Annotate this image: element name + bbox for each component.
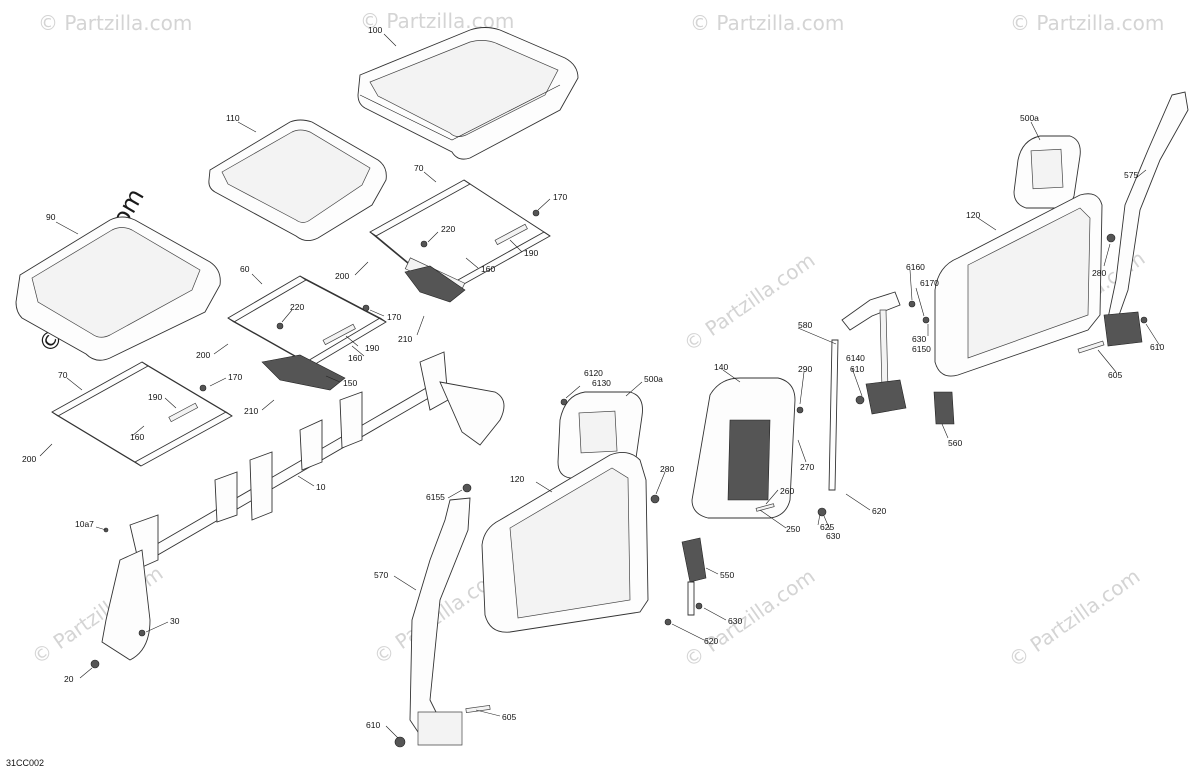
callout-label: 610 bbox=[366, 720, 380, 730]
callout-label: 610 bbox=[850, 364, 864, 374]
seat-frame-60 bbox=[227, 275, 387, 391]
callout-label: 120 bbox=[510, 474, 524, 484]
callout-label: 280 bbox=[1092, 268, 1106, 278]
callout-label: 220 bbox=[441, 224, 455, 234]
callout-label: 220 bbox=[290, 302, 304, 312]
callout-label: 6170 bbox=[920, 278, 939, 288]
callout-label: 270 bbox=[800, 462, 814, 472]
watermark-text: © Partzilla.com bbox=[679, 564, 819, 672]
callout-label: 30 bbox=[170, 616, 180, 626]
callout-label: 200 bbox=[335, 271, 349, 281]
callout-label: 170 bbox=[228, 372, 242, 382]
watermark-text: © Partzilla.com bbox=[690, 11, 844, 35]
seat-belt-580 bbox=[828, 291, 907, 491]
callout-label: 60 bbox=[240, 264, 250, 274]
seat-back-120-mid bbox=[481, 451, 649, 633]
buckle-550 bbox=[681, 537, 707, 616]
callout-label: 200 bbox=[22, 454, 36, 464]
callout-label: 120 bbox=[966, 210, 980, 220]
callout-label: 6160 bbox=[906, 262, 925, 272]
seat-cushion-90 bbox=[15, 216, 221, 361]
callout-label: 70 bbox=[58, 370, 68, 380]
callout-label: 140 bbox=[714, 362, 728, 372]
callout-label: 170 bbox=[553, 192, 567, 202]
watermark-text: © Partzilla.com bbox=[679, 248, 819, 356]
callout-label: 20 bbox=[64, 674, 74, 684]
callout-label: 290 bbox=[798, 364, 812, 374]
callout-label: 6150 bbox=[912, 344, 931, 354]
callout-label: 70 bbox=[414, 163, 424, 173]
callout-label: 190 bbox=[148, 392, 162, 402]
seat-cushion-110 bbox=[208, 119, 387, 241]
back-panel-140 bbox=[691, 377, 796, 519]
seat-belt-575 bbox=[1103, 91, 1189, 347]
leader-lines bbox=[39, 33, 1161, 739]
callout-label: 630 bbox=[728, 616, 742, 626]
callout-labels: 100 110 90 70 170 220 190 160 200 60 220… bbox=[6, 25, 1164, 768]
hardware-group bbox=[90, 209, 1148, 748]
callout-label: 605 bbox=[502, 712, 516, 722]
seat-frame-70-lower bbox=[51, 361, 233, 467]
callout-label: 100 bbox=[368, 25, 382, 35]
callout-label: 610 bbox=[1150, 342, 1164, 352]
watermark-text: © Partzilla.com bbox=[1010, 11, 1164, 35]
callout-label: 6120 bbox=[584, 368, 603, 378]
callout-label: 190 bbox=[365, 343, 379, 353]
callout-label: 90 bbox=[46, 212, 56, 222]
callout-label: 210 bbox=[398, 334, 412, 344]
seat-belt-570 bbox=[409, 497, 471, 746]
callout-label: 620 bbox=[704, 636, 718, 646]
callout-label: 550 bbox=[720, 570, 734, 580]
slide-rail-upper bbox=[404, 265, 466, 303]
callout-label: 630 bbox=[826, 531, 840, 541]
seat-frame-70-upper bbox=[369, 179, 551, 295]
diagram-code: 31CC002 bbox=[6, 758, 44, 768]
buckle-560 bbox=[933, 391, 955, 425]
headrest-500a-right bbox=[1013, 135, 1081, 209]
callout-label: 150 bbox=[343, 378, 357, 388]
callout-label: 170 bbox=[387, 312, 401, 322]
callout-label: 190 bbox=[524, 248, 538, 258]
callout-label: 260 bbox=[780, 486, 794, 496]
base-frame-10 bbox=[101, 351, 505, 661]
callout-label: 560 bbox=[948, 438, 962, 448]
callout-label: 110 bbox=[226, 113, 240, 123]
callout-label: 210 bbox=[244, 406, 258, 416]
callout-label: 10a7 bbox=[75, 519, 94, 529]
callout-label: 580 bbox=[798, 320, 812, 330]
seat-cushion-100 bbox=[357, 27, 579, 160]
callout-label: 630 bbox=[912, 334, 926, 344]
callout-label: 250 bbox=[786, 524, 800, 534]
callout-label: 500a bbox=[1020, 113, 1039, 123]
callout-label: 6140 bbox=[846, 353, 865, 363]
callout-label: 160 bbox=[481, 264, 495, 274]
callout-label: 575 bbox=[1124, 170, 1138, 180]
callout-label: 6130 bbox=[592, 378, 611, 388]
callout-label: 605 bbox=[1108, 370, 1122, 380]
callout-label: 200 bbox=[196, 350, 210, 360]
callout-label: 160 bbox=[130, 432, 144, 442]
callout-label: 620 bbox=[872, 506, 886, 516]
callout-label: 10 bbox=[316, 482, 326, 492]
seat-back-120-right bbox=[934, 193, 1103, 377]
callout-label: 500a bbox=[644, 374, 663, 384]
watermark-text: © Partzilla.com bbox=[1004, 564, 1144, 672]
callout-label: 6155 bbox=[426, 492, 445, 502]
callout-label: 625 bbox=[820, 522, 834, 532]
watermark-text: © Partzilla.com bbox=[38, 11, 192, 35]
callout-label: 160 bbox=[348, 353, 362, 363]
callout-label: 280 bbox=[660, 464, 674, 474]
callout-label: 570 bbox=[374, 570, 388, 580]
